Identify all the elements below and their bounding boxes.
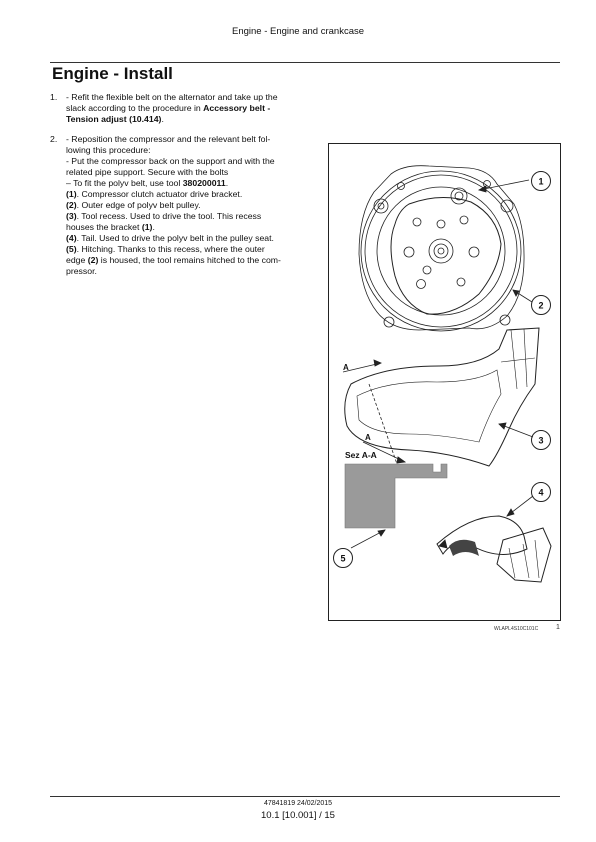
bold-text: (2) [66, 200, 77, 210]
bold-text: (2) [87, 255, 99, 265]
running-header: Engine - Engine and crankcase [231, 26, 365, 37]
bold-text: (1) [66, 189, 77, 199]
callout-5 [333, 548, 353, 568]
bold-text: (1) [141, 222, 153, 232]
step-text: . Tool recess. Used to drive the tool. T… [76, 211, 262, 221]
callout-label-2: 2 [538, 301, 543, 311]
step-number: 1. [50, 92, 58, 102]
compressor-housing [358, 165, 525, 331]
step-text: . [161, 114, 164, 124]
step-line: – To fit the polyv belt, use tool 380200… [66, 178, 308, 189]
step-list: 1. - Refit the flexible belt on the alter… [50, 92, 308, 286]
step-text: - Put the compressor back on the support… [66, 156, 275, 166]
callout-label-1: 1 [538, 177, 543, 187]
page-title: Engine - Install [52, 64, 173, 83]
footer-rule [50, 796, 560, 797]
step-text: slack according to the procedure in [66, 103, 204, 113]
bold-text: Accessory belt - [203, 103, 271, 113]
clutch-actuator-bracket [390, 196, 502, 315]
hub-center [428, 238, 454, 264]
step-line: related pipe support. Secure with the bo… [66, 167, 308, 178]
step-text: . [225, 178, 229, 188]
step-line: (2). Outer edge of polyv belt pulley. [66, 200, 308, 211]
section-title: Sez A-A [345, 450, 377, 460]
bracket-lug [450, 187, 468, 205]
step-line: Tension adjust (10.414). [66, 114, 308, 125]
step-text: lowing this procedure: [66, 145, 151, 155]
figure-illustration: 1 2 A A 3 Sez A-A 5 [328, 143, 561, 621]
callout-1 [531, 171, 551, 191]
step-line: - Reposition the compressor and the rele… [66, 134, 308, 145]
figure-code: WLAPL4S10C101C [494, 626, 539, 632]
step-item: 1. - Refit the flexible belt on the alter… [50, 92, 308, 125]
bold-text: (4) [66, 233, 77, 243]
tool-side-view [344, 327, 540, 467]
callout-label-4: 4 [538, 488, 543, 498]
step-text: . Outer edge of polyv belt pulley. [76, 200, 201, 210]
section-mark-a-bottom: A [365, 433, 371, 442]
bold-text: 380200011 [182, 178, 226, 188]
section-profile [344, 463, 448, 529]
compressor-tool-drawing: 1 2 A A 3 Sez A-A 5 [333, 165, 552, 583]
step-text: pressor. [66, 266, 97, 276]
step-line: (4). Tail. Used to drive the polyv belt … [66, 233, 308, 244]
step-item: 2. - Reposition the compressor and the re… [50, 134, 308, 277]
header-rule [50, 62, 560, 63]
step-line: (3). Tool recess. Used to drive the tool… [66, 211, 308, 222]
step-text: - Refit the flexible belt on the alterna… [66, 92, 278, 102]
step-text: – To fit the polyv belt, use tool [66, 178, 183, 188]
callout-4 [531, 482, 551, 502]
section-mark-a-top: A [343, 363, 349, 372]
step-text: . Hitching. Thanks to this recess, where… [76, 244, 265, 254]
step-text: - Reposition the compressor and the rele… [66, 134, 271, 144]
footer-doc-ref: 47841819 24/02/2015 [263, 800, 333, 807]
step-text: edge [66, 255, 88, 265]
pulley-outer-edge [360, 170, 522, 332]
bold-text: (5) [66, 244, 77, 254]
bold-text: (3) [66, 211, 77, 221]
step-line: slack according to the procedure in Acce… [66, 103, 308, 114]
mount-boss [373, 198, 389, 214]
step-line: edge (2) is housed, the tool remains hit… [66, 255, 308, 266]
callout-2 [531, 295, 551, 315]
step-line: - Refit the flexible belt on the alterna… [66, 92, 308, 103]
callout-label-3: 3 [538, 436, 543, 446]
step-text: . Tail. Used to drive the polyv belt in … [76, 233, 274, 243]
step-text: . Compressor clutch actuator drive brack… [76, 189, 243, 199]
figure-number: 1 [556, 624, 560, 631]
step-text: . [152, 222, 155, 232]
callout-label-5: 5 [340, 554, 345, 564]
step-text: related pipe support. Secure with the bo… [66, 167, 229, 177]
callout-3 [531, 430, 551, 450]
footer-page-ref: 10.1 [10.001] / 15 [261, 810, 335, 821]
bold-text: Tension adjust (10.414) [66, 114, 162, 124]
step-line: houses the bracket (1). [66, 222, 308, 233]
step-line: pressor. [66, 266, 308, 277]
step-text: is housed, the tool remains hitched to t… [98, 255, 281, 265]
step-text: houses the bracket [66, 222, 142, 232]
step-line: lowing this procedure: [66, 145, 308, 156]
step-line: (5). Hitching. Thanks to this recess, wh… [66, 244, 308, 255]
step-line: (1). Compressor clutch actuator drive br… [66, 189, 308, 200]
step-number: 2. [50, 134, 58, 144]
step-line: - Put the compressor back on the support… [66, 156, 308, 167]
